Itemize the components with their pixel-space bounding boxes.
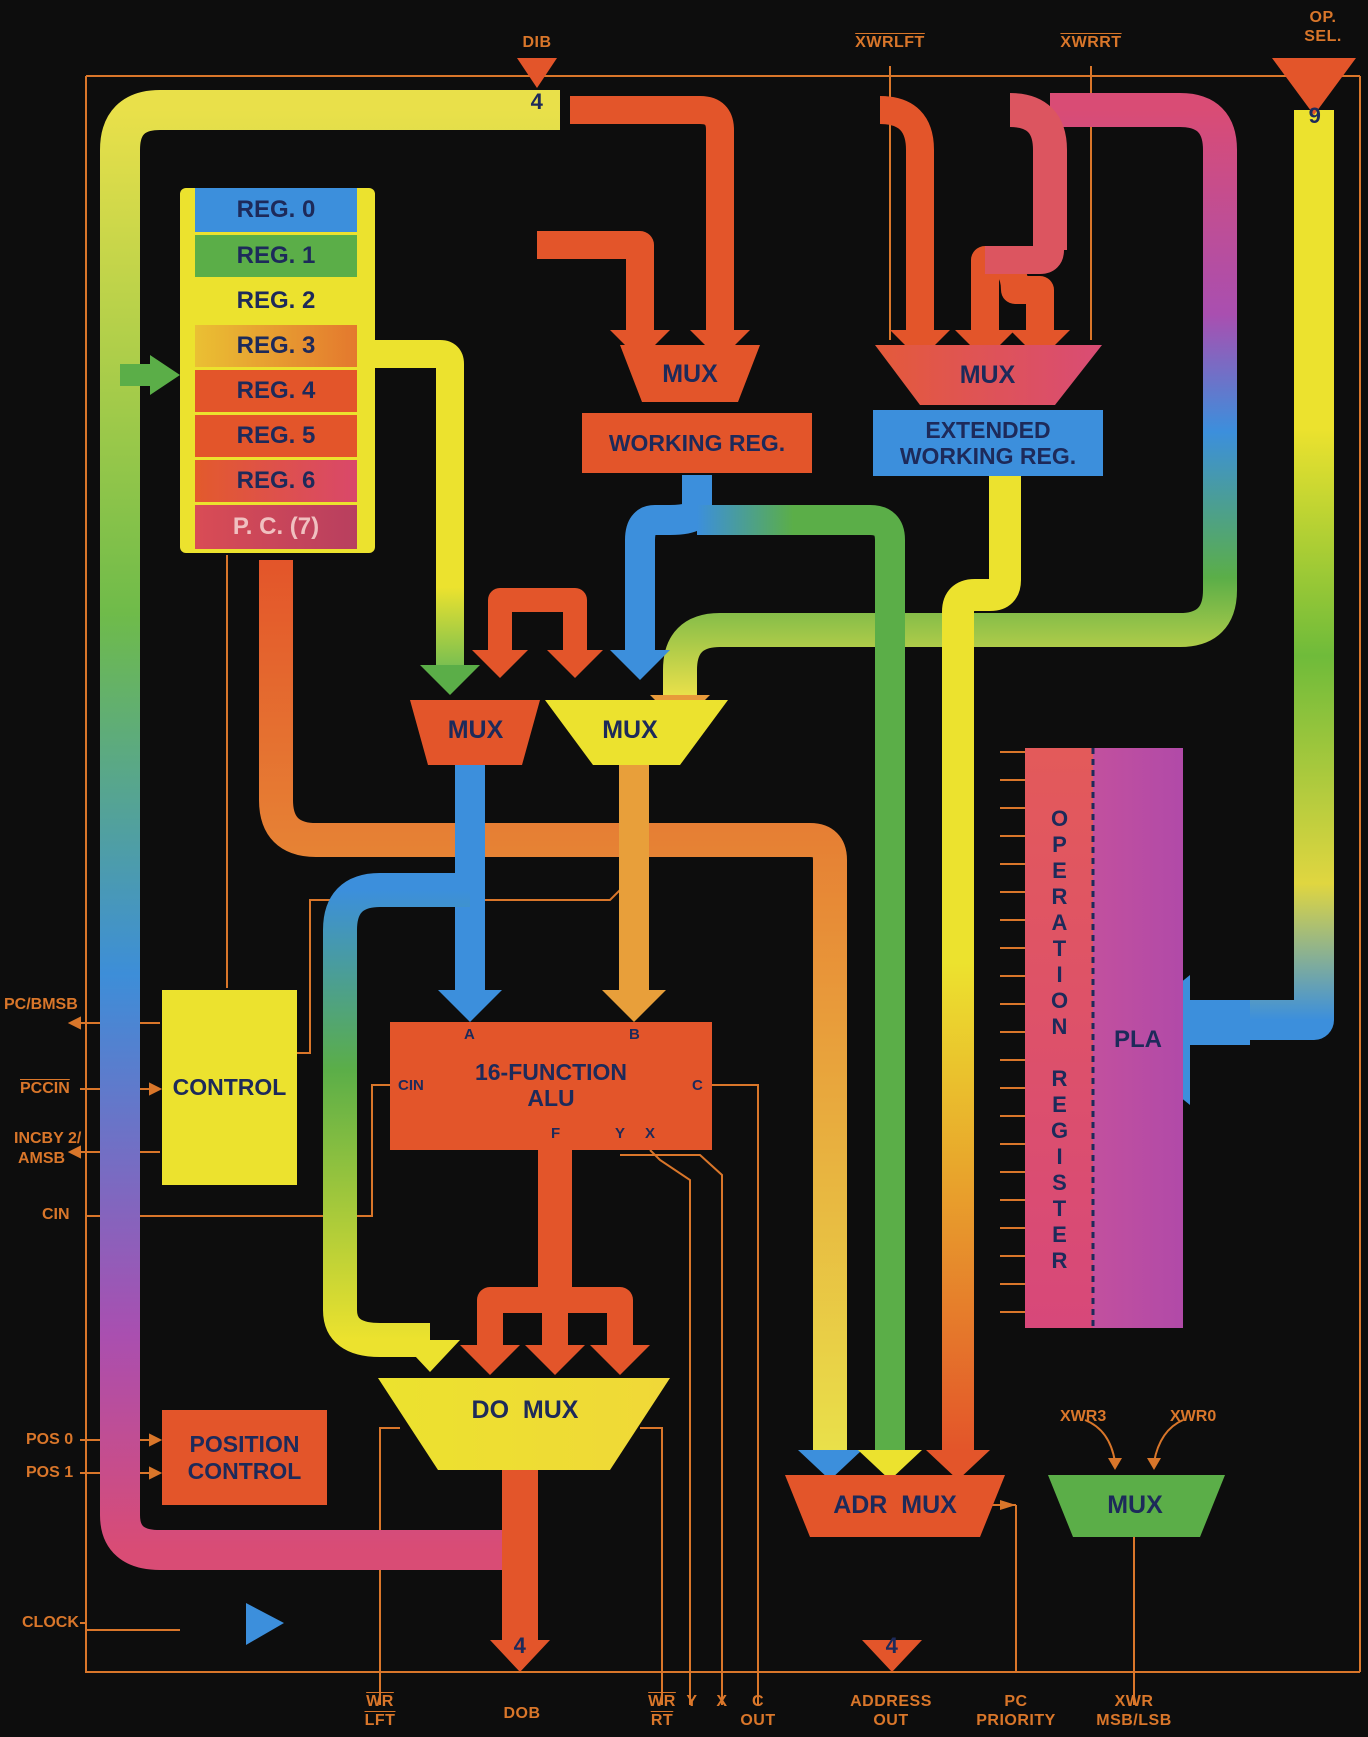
register-pc: P. C. (7): [232, 513, 320, 540]
extended-working-reg-line-1: EXTENDED: [925, 417, 1051, 443]
dob-width-label: 4: [513, 1633, 527, 1658]
alu-port-y: Y: [615, 1125, 626, 1142]
bottom-wr-rt-1: WR: [648, 1693, 676, 1710]
op-sel-line-1: OP.: [1309, 9, 1337, 26]
pin-clock: CLOCK: [22, 1614, 79, 1631]
bottom-c-out-1: C: [751, 1693, 765, 1710]
alu-port-c: C: [692, 1077, 703, 1094]
mux-top-left-label: MUX: [662, 359, 718, 388]
address-width-label: 4: [885, 1633, 899, 1658]
mux-shapes: [162, 345, 1225, 1537]
pin-pccin: PCCIN: [20, 1080, 70, 1097]
pin-incby2: INCBY 2/: [14, 1130, 82, 1147]
alu-port-a: A: [464, 1026, 475, 1043]
xwr-mux-label: MUX: [1107, 1490, 1163, 1519]
bottom-c-out: C OUT: [738, 1692, 778, 1730]
xwrrt-label: XWRRT: [1060, 34, 1122, 51]
pin-pc-bmsb: PC/BMSB: [4, 996, 78, 1013]
alu-port-x: X: [645, 1125, 656, 1142]
pin-cin: CIN: [42, 1206, 70, 1223]
control-label: CONTROL: [172, 1074, 287, 1100]
adr-mux-label: ADR MUX: [833, 1490, 957, 1519]
bottom-xwr-msb-lsb: XWR MSB/LSB: [1088, 1692, 1180, 1730]
bottom-wr-lft: WR LFT: [358, 1692, 402, 1730]
position-control-line-1: POSITION: [189, 1430, 300, 1457]
bottom-pc-priority: PC PRIORITY: [970, 1692, 1062, 1730]
alu-label: 16-FUNCTION ALU: [420, 1055, 682, 1115]
register-4: REG. 4: [236, 377, 316, 404]
pin-pos0: POS 0: [26, 1431, 74, 1448]
mux-top-right-label: MUX: [959, 360, 1016, 389]
bottom-pc-priority-2: PRIORITY: [976, 1712, 1056, 1729]
op-sel-width-label: 9: [1308, 103, 1322, 128]
bottom-xwr-msb-lsb-1: XWR: [1114, 1693, 1154, 1710]
bottom-x: X: [716, 1693, 728, 1710]
pin-pos1: POS 1: [26, 1464, 74, 1481]
bottom-dob: DOB: [503, 1705, 541, 1722]
register-0: REG. 0: [236, 196, 316, 223]
signal-wires: [85, 66, 1361, 1705]
pla-label: PLA: [1114, 1026, 1162, 1053]
pin-amsb: AMSB: [18, 1150, 66, 1167]
bottom-c-out-2: OUT: [740, 1712, 776, 1729]
extended-working-reg-label: EXTENDED WORKING REG.: [873, 410, 1103, 476]
extended-working-reg-line-2: WORKING REG.: [899, 443, 1077, 469]
working-reg-label: WORKING REG.: [608, 429, 786, 456]
mux-b-label: MUX: [602, 715, 658, 744]
position-control-label: POSITION CONTROL: [162, 1410, 327, 1505]
alu-line-1: 16-FUNCTION: [474, 1059, 628, 1085]
register-3: REG. 3: [236, 332, 316, 359]
dib-label: DIB: [522, 34, 552, 51]
mux-a-label: MUX: [447, 715, 504, 744]
data-buses: [100, 90, 1334, 1640]
xwr3-label: XWR3: [1060, 1408, 1107, 1425]
op-sel-line-2: SEL.: [1304, 28, 1342, 45]
alu-line-2: ALU: [527, 1085, 575, 1111]
xwr0-label: XWR0: [1170, 1408, 1217, 1425]
op-sel-label: OP. SEL.: [1298, 8, 1348, 46]
register-6: REG. 6: [236, 467, 316, 494]
alu-port-cin: CIN: [398, 1077, 424, 1094]
bottom-wr-lft-1: WR: [366, 1693, 394, 1710]
bottom-address-out-2: OUT: [873, 1712, 909, 1729]
alu-port-f: F: [551, 1125, 561, 1142]
register-file: [180, 188, 375, 553]
register-5: REG. 5: [236, 422, 316, 449]
dib-width-label: 4: [530, 89, 544, 114]
operation-register-label: OPERATION REGISTER: [1047, 806, 1072, 1274]
bottom-xwr-msb-lsb-2: MSB/LSB: [1096, 1712, 1172, 1729]
bottom-address-out: ADDRESS OUT: [845, 1692, 937, 1730]
position-control-line-2: CONTROL: [187, 1457, 302, 1484]
bottom-address-out-1: ADDRESS: [850, 1693, 932, 1710]
bottom-wr-lft-2: LFT: [364, 1712, 396, 1729]
bottom-pc-priority-1: PC: [1004, 1693, 1028, 1710]
register-1: REG. 1: [236, 242, 316, 269]
xwrlft-label: XWRLFT: [855, 34, 925, 51]
register-2: REG. 2: [236, 287, 316, 314]
bottom-wr-rt-2: RT: [650, 1712, 674, 1729]
bottom-wr-rt: WR RT: [642, 1692, 682, 1730]
do-mux-label: DO MUX: [471, 1395, 579, 1424]
alu-port-b: B: [629, 1026, 640, 1043]
bottom-y: Y: [686, 1693, 698, 1710]
